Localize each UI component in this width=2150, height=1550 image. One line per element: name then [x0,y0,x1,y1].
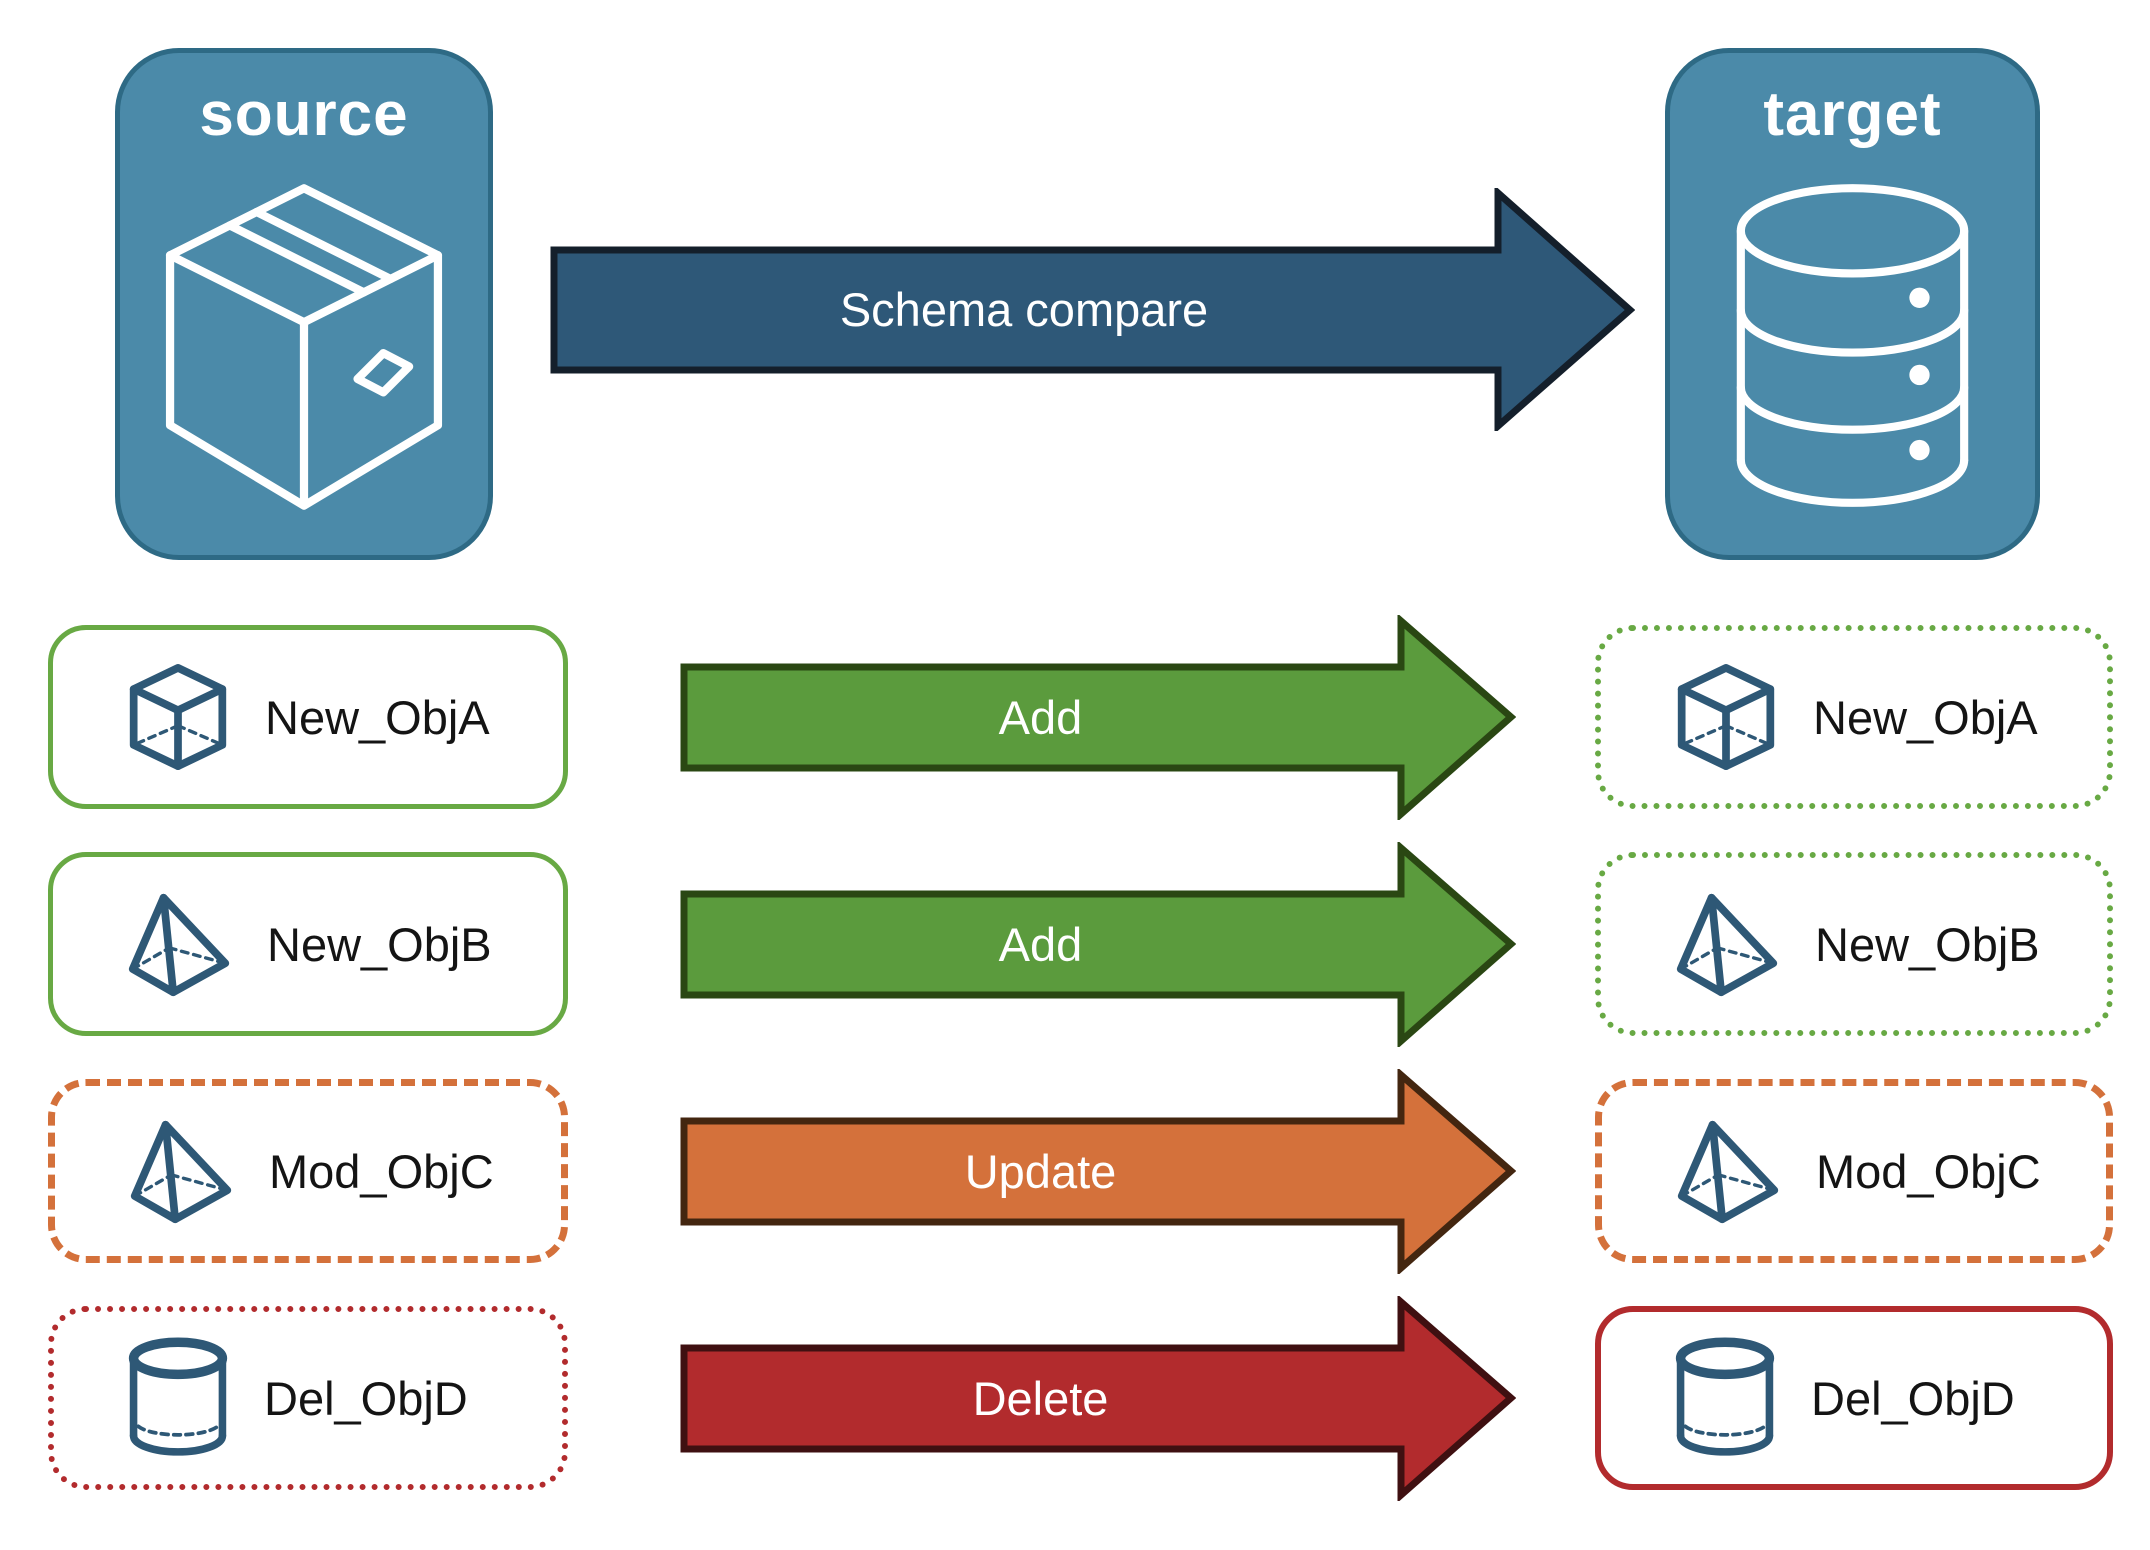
source-object-card: Del_ObjD [48,1306,568,1490]
cube-icon [1677,664,1775,770]
source-title: source [199,80,409,149]
target-object-card: Del_ObjD [1595,1306,2113,1490]
target-node: target [1665,48,2040,560]
target-object-card: New_ObjA [1595,625,2113,809]
cylinder-icon [1675,1337,1775,1456]
object-name-label: New_ObjA [265,690,490,744]
object-name-label: New_ObjB [1815,917,2040,971]
add-arrow [680,842,1516,1047]
update-arrow [680,1069,1516,1274]
target-object-card: New_ObjB [1595,852,2113,1036]
database-icon [1736,184,1969,507]
target-title: target [1763,80,1942,149]
pyramid-icon [128,893,230,997]
source-object-card: Mod_ObjC [48,1079,568,1263]
cylinder-icon [128,1337,228,1456]
schema-compare-arrow [550,188,1635,431]
source-object-card: New_ObjB [48,852,568,1036]
object-name-label: New_ObjA [1813,690,2038,744]
add-arrow [680,615,1516,820]
object-name-label: Del_ObjD [264,1371,468,1425]
pyramid-icon [1676,893,1778,997]
pyramid-icon [130,1120,232,1224]
pyramid-icon [1677,1120,1779,1224]
source-node: source [115,48,493,560]
source-object-card: New_ObjA [48,625,568,809]
object-name-label: New_ObjB [267,917,492,971]
object-name-label: Del_ObjD [1811,1371,2015,1425]
target-object-card: Mod_ObjC [1595,1079,2113,1263]
cube-icon [129,664,227,770]
package-icon [165,184,443,510]
delete-arrow [680,1296,1516,1501]
object-name-label: Mod_ObjC [1816,1144,2041,1198]
object-name-label: Mod_ObjC [269,1144,494,1198]
